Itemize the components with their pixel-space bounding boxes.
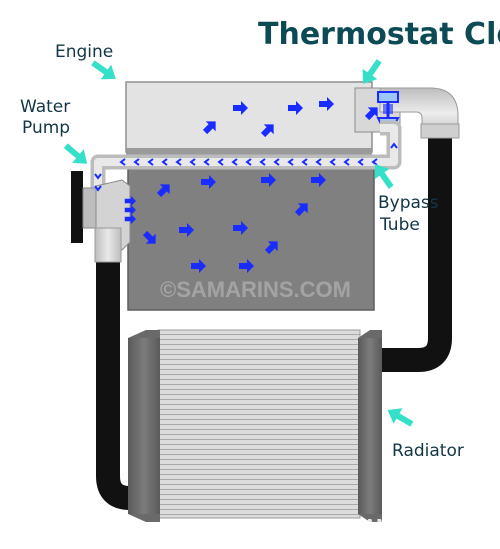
flow-arrow [124, 213, 136, 225]
bypass-flow-chevron [147, 158, 154, 166]
flow-arrow [294, 203, 308, 217]
bypass-tube-label-line1: Bypass [378, 193, 439, 213]
engine-label: Engine [55, 42, 113, 62]
engine-pointer-arrow [91, 60, 116, 80]
flow-arrow [261, 173, 276, 187]
bypass-flow-chevron [161, 158, 168, 166]
flow-arrow [156, 184, 170, 198]
bypass-flow-chevron [259, 158, 266, 166]
bypass-flow-chevron [245, 158, 252, 166]
water-pump-label-line1: Water [20, 97, 70, 117]
water-pump [71, 171, 131, 263]
flow-arrow [202, 121, 216, 135]
bypass-flow-chevron [94, 173, 102, 180]
flow-arrow [201, 175, 216, 189]
bypass-flow-chevron [175, 158, 182, 166]
flow-arrow [319, 97, 334, 111]
flow-arrow [124, 195, 136, 207]
thermostat-pointer-arrow [362, 59, 382, 84]
corner-watermark: ©SAMARINS.COM [338, 516, 494, 536]
bypass-flow-chevron [94, 185, 102, 192]
engine [125, 81, 375, 311]
coolant-flow-arrows [94, 97, 398, 273]
bypass-flow-chevron [287, 158, 294, 166]
radiator-label: Radiator [392, 441, 464, 461]
flow-arrow [311, 173, 326, 187]
head-gasket [126, 148, 372, 158]
bypass-tube-label-line2: Tube [379, 215, 420, 235]
label-pointer-arrows [63, 59, 414, 427]
radiator-left-tank [128, 338, 160, 514]
flow-arrow [233, 221, 248, 235]
bypass-flow-chevron [301, 158, 308, 166]
cylinder-head [125, 81, 373, 153]
flow-arrow [233, 101, 248, 115]
flow-arrow [179, 223, 194, 237]
bypass-flow-chevron [217, 158, 224, 166]
bypass-flow-chevron [329, 158, 336, 166]
bypass-flow-chevron [203, 158, 210, 166]
water-pump-label-line2: Pump [22, 118, 70, 138]
flow-arrow [288, 101, 303, 115]
bypass-flow-chevron [357, 158, 364, 166]
upper-radiator-hose [378, 132, 452, 372]
bypass-flow-chevron [189, 158, 196, 166]
flow-arrow [124, 204, 136, 216]
bypass-flow-chevron [133, 158, 140, 166]
flow-arrow [364, 107, 378, 121]
bypass-flow-chevron [343, 158, 350, 166]
bypass-flow-chevron [231, 158, 238, 166]
bypass-flow-chevron [273, 158, 280, 166]
bypass-pointer-arrow [374, 164, 394, 189]
flow-arrow [260, 124, 274, 138]
center-watermark: ©SAMARINS.COM [160, 277, 351, 302]
radiator-pointer-arrow [387, 408, 414, 427]
pump-pulley [71, 171, 83, 243]
engine-block [127, 157, 375, 311]
bypass-tube [90, 120, 402, 190]
radiator [128, 329, 382, 522]
bypass-flow-chevron [390, 142, 398, 149]
bypass-flow-chevron [119, 158, 126, 166]
radiator-core [157, 329, 361, 519]
bypass-flow-chevron [315, 158, 322, 166]
flow-arrow [142, 230, 156, 244]
water-pump-pointer-arrow [63, 143, 88, 164]
flow-arrow [191, 259, 206, 273]
flow-arrow [264, 241, 278, 255]
bypass-flow-chevron [371, 158, 378, 166]
flow-arrow [239, 259, 254, 273]
radiator-right-tank [358, 338, 382, 514]
diagram-title: Thermostat Closed [258, 17, 500, 52]
